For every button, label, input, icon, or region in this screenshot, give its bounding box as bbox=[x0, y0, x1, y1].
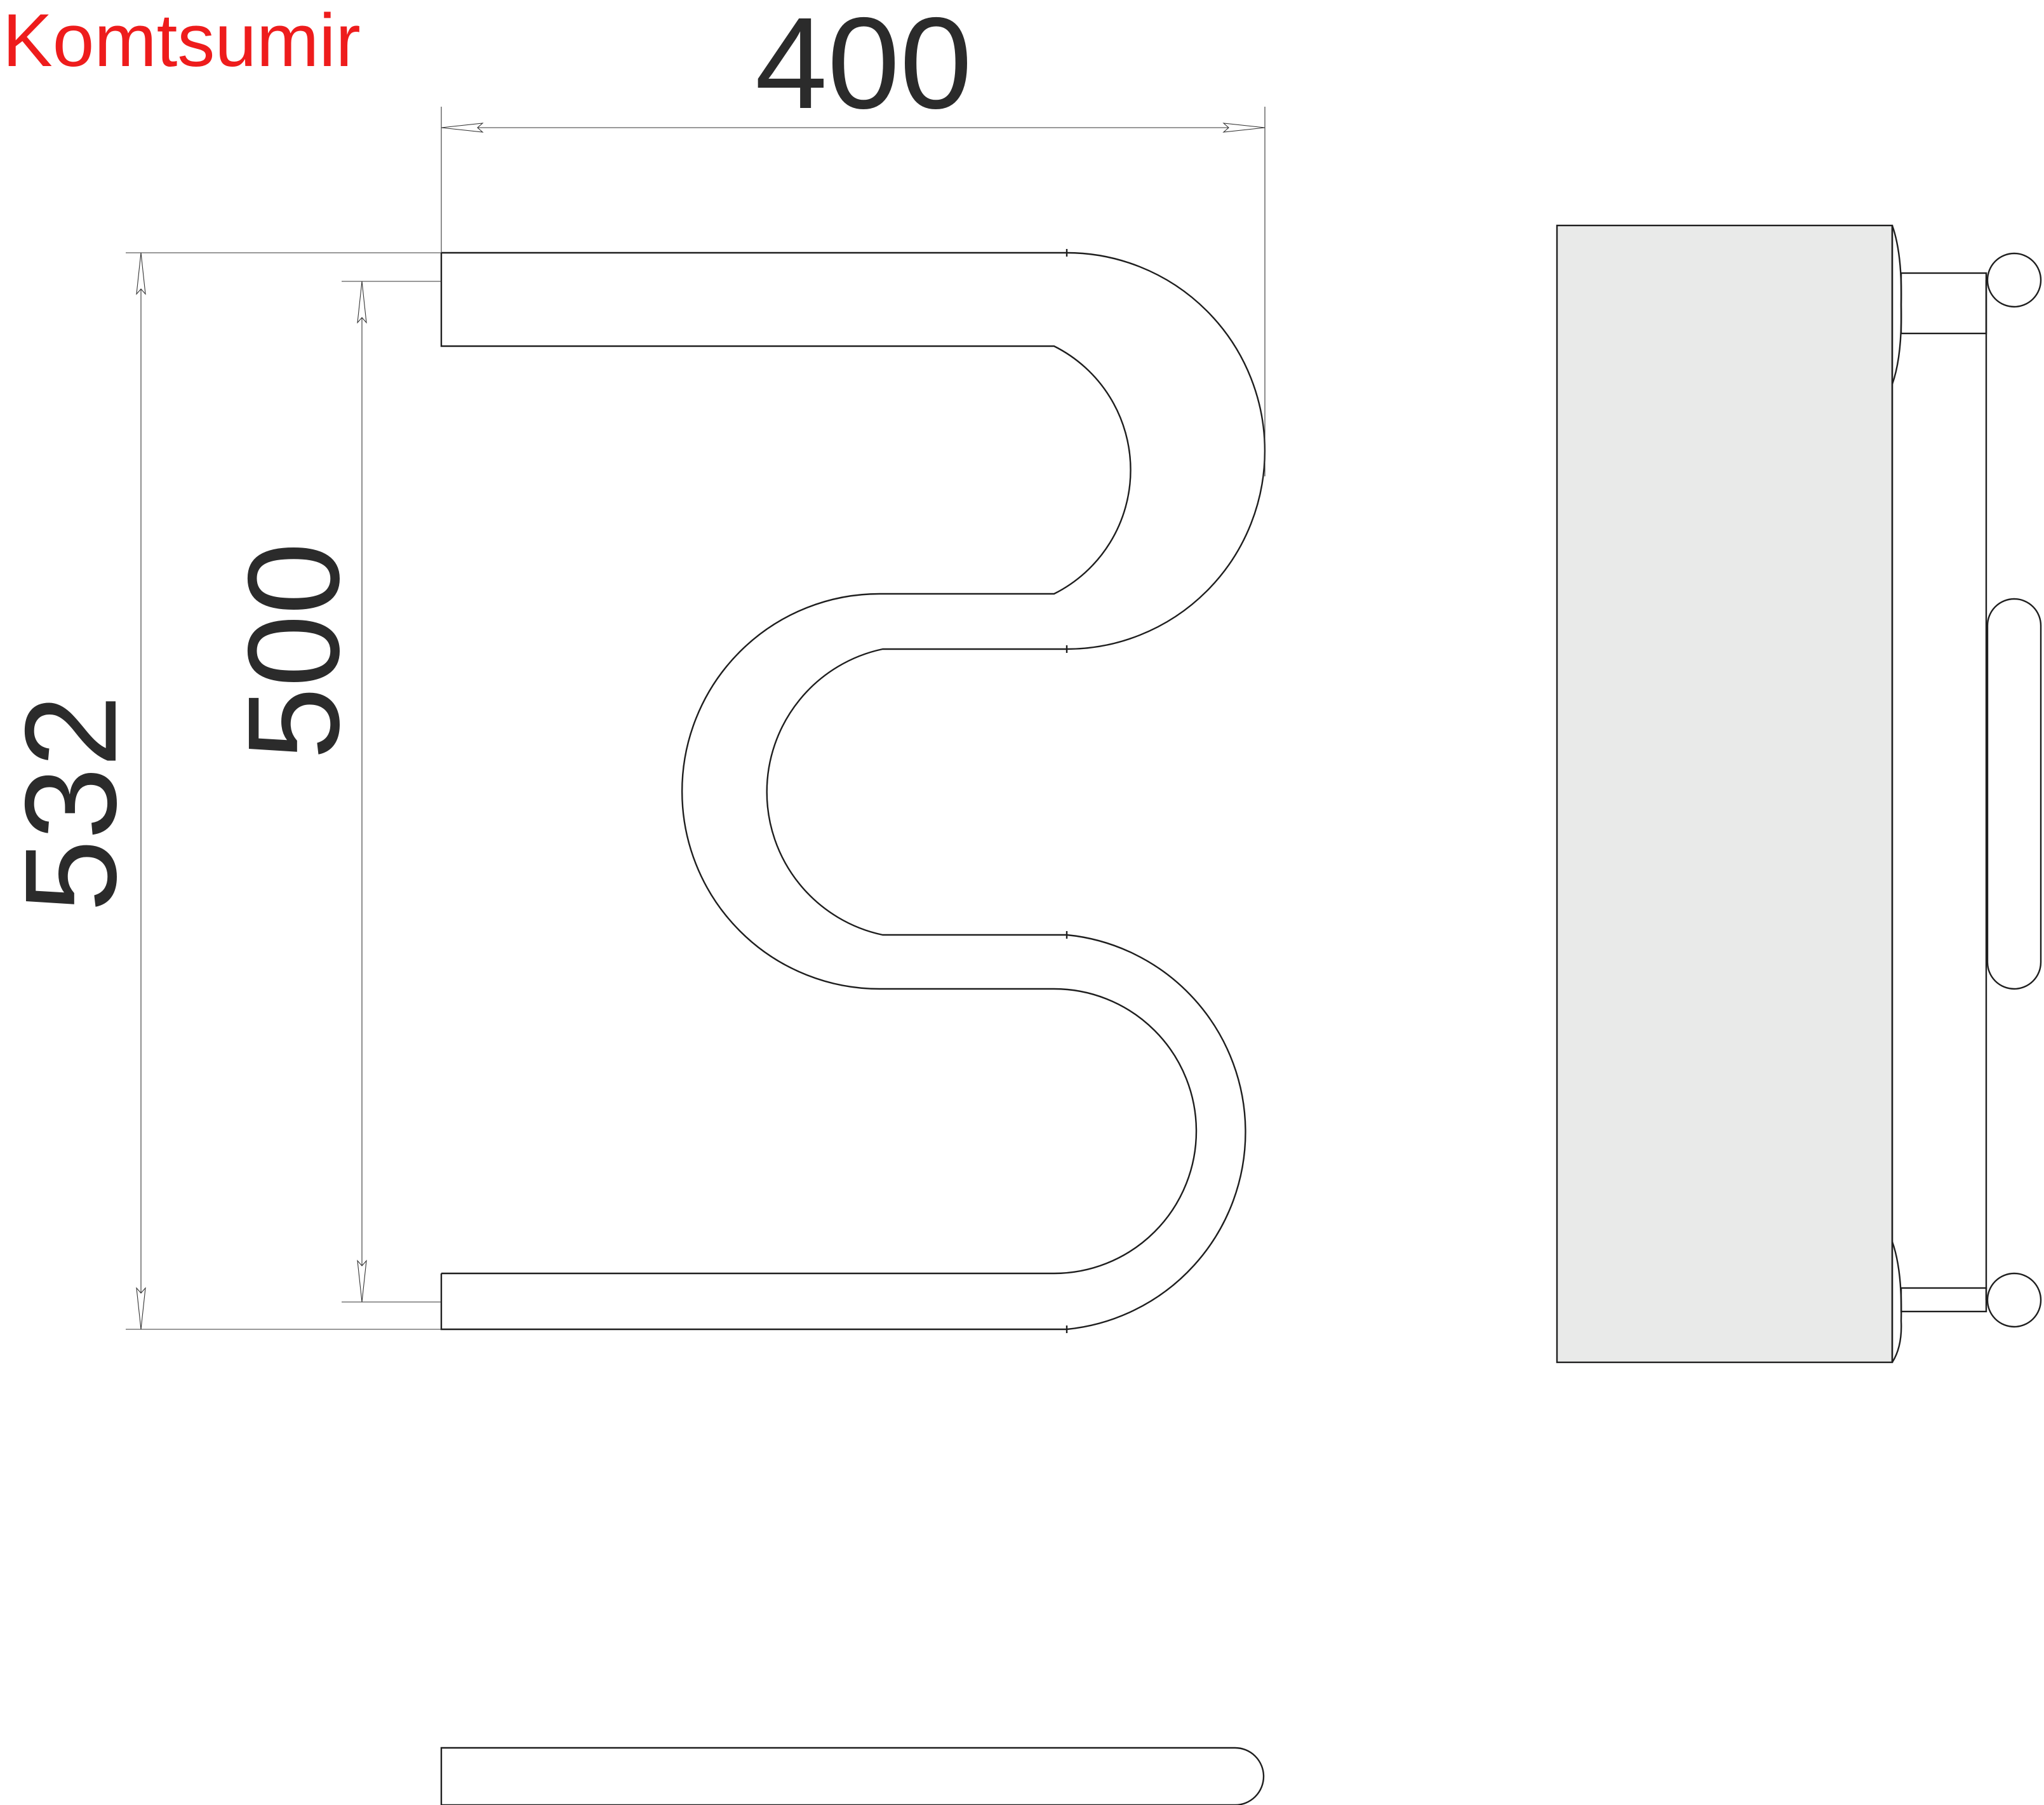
top-bracket bbox=[1900, 272, 1987, 335]
middle-tube-profile bbox=[1986, 598, 2042, 990]
brand-name: Komtsumir bbox=[3, 0, 361, 83]
arrowhead-top bbox=[136, 252, 146, 295]
width-dimension: 400 bbox=[441, 0, 1266, 476]
top-flange bbox=[1891, 225, 1902, 385]
top-view bbox=[440, 1747, 1265, 1805]
width-value: 400 bbox=[755, 0, 972, 136]
tube-plan-outline bbox=[440, 1747, 1265, 1805]
overall-height-value: 532 bbox=[0, 695, 144, 912]
bottom-flange bbox=[1891, 1241, 1902, 1363]
arrowhead-bottom bbox=[136, 1287, 146, 1330]
center-distance-dimension: 500 bbox=[221, 281, 441, 1303]
arrowhead-left bbox=[441, 123, 484, 133]
side-panel bbox=[1556, 224, 1894, 1364]
bottom-bracket bbox=[1900, 1287, 1987, 1313]
overall-height-dimension: 532 bbox=[0, 252, 441, 1330]
bottom-tube-end bbox=[1986, 1272, 2042, 1328]
top-tube-end bbox=[1986, 252, 2042, 308]
tube-outer-contour bbox=[440, 252, 1266, 1331]
arrowhead-bottom-inner bbox=[357, 1259, 367, 1303]
arrowhead-right bbox=[1222, 123, 1266, 133]
center-distance-value: 500 bbox=[221, 542, 366, 760]
tube-inner-contour bbox=[440, 253, 1198, 1275]
front-view bbox=[440, 249, 1266, 1333]
arrowhead-top-inner bbox=[357, 281, 367, 324]
side-view bbox=[1556, 224, 2042, 1364]
